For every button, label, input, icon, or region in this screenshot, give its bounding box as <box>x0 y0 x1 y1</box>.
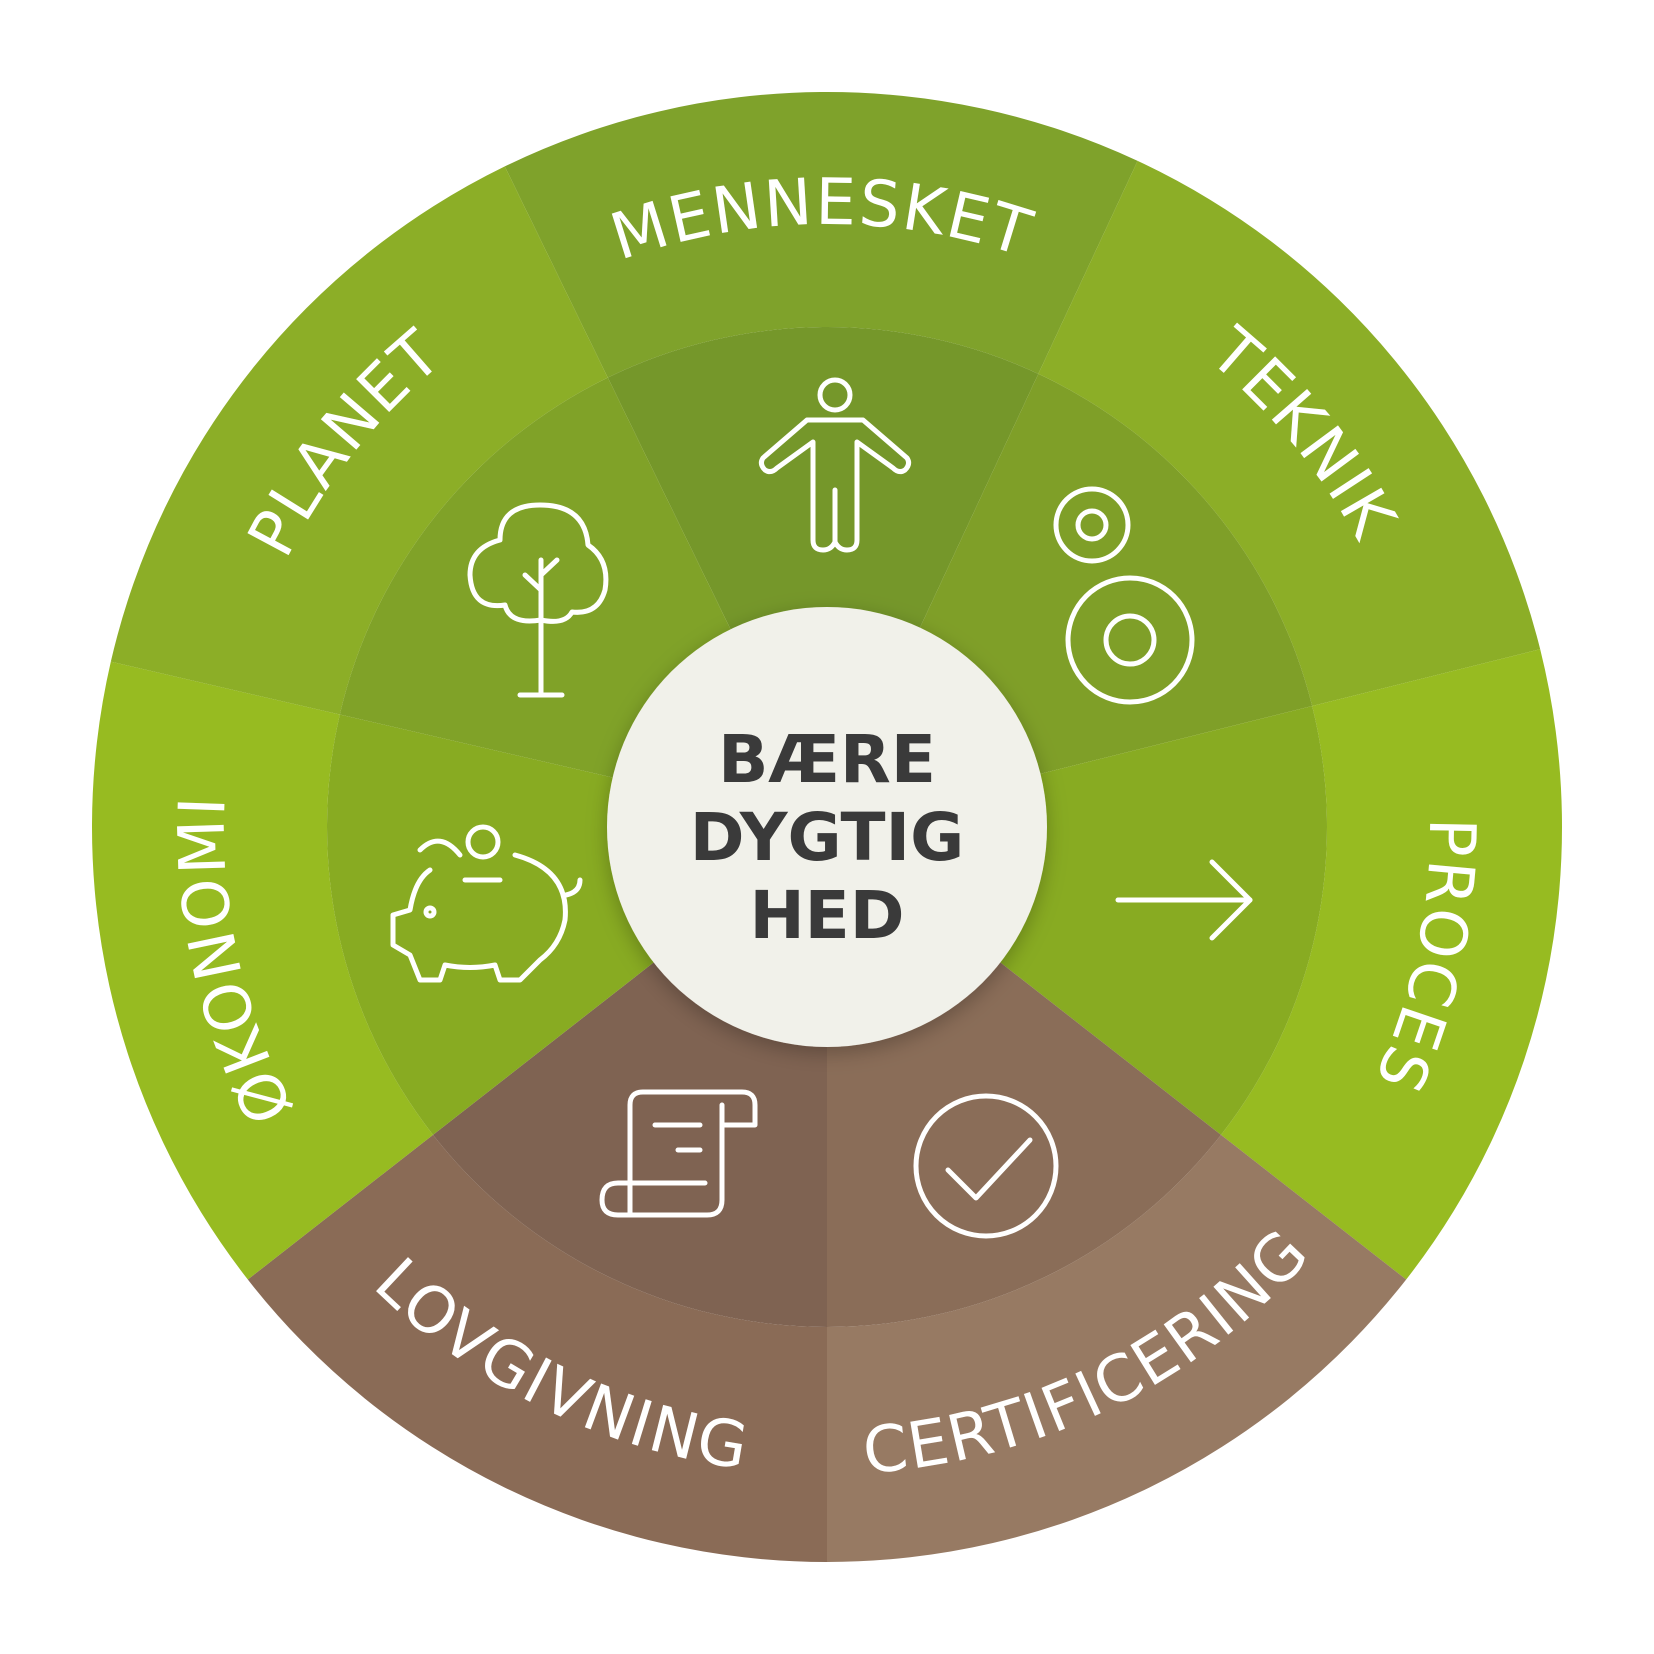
hub-line-2: DYGTIG <box>690 799 965 876</box>
segment-outer-teknik <box>1038 160 1541 707</box>
segment-outer-certificering <box>827 1134 1407 1562</box>
person-icon <box>758 377 912 553</box>
segment-inner-planet <box>339 377 733 779</box>
outer-ring <box>91 92 1562 1562</box>
hub-line-1: BÆRE <box>718 721 936 798</box>
piggy-bank-icon <box>390 824 583 983</box>
gears-icon <box>1053 486 1195 705</box>
hub-circle <box>607 607 1047 1047</box>
hub: BÆRE DYGTIG HED <box>607 607 1047 1047</box>
segment-outer-proces <box>1221 649 1562 1280</box>
hub-line-3: HED <box>749 877 904 954</box>
segment-outer-planet <box>110 166 608 715</box>
scroll-icon <box>599 1089 758 1218</box>
arrow-right-icon <box>1115 859 1253 941</box>
segment-inner-mennesket <box>607 327 1039 634</box>
segment-inner-teknik <box>917 373 1313 775</box>
segment-outer-lovgivning <box>247 1134 827 1562</box>
segment-outer-mennesket <box>504 92 1138 378</box>
check-circle-icon <box>913 1093 1059 1239</box>
segment-inner-proces <box>996 706 1327 1135</box>
tree-icon <box>467 502 609 698</box>
segment-inner-konomi <box>327 714 658 1135</box>
segment-outer-konomi <box>91 661 433 1280</box>
